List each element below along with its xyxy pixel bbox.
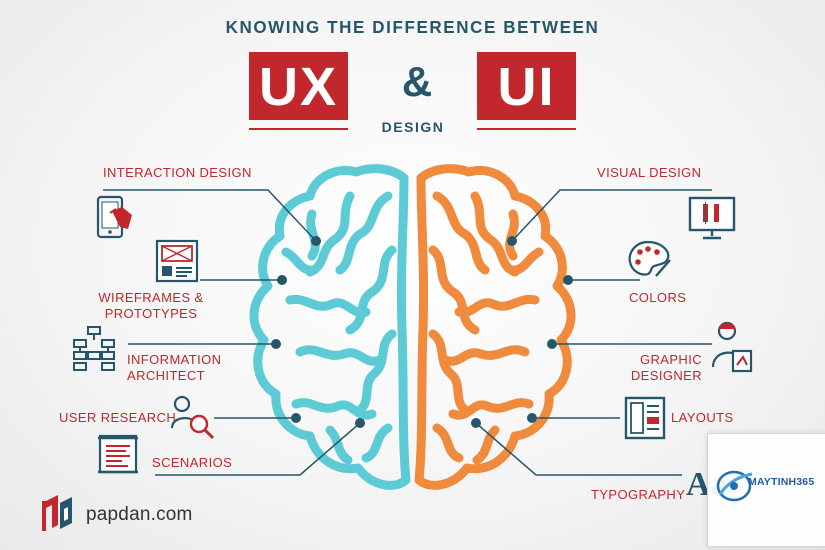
label-information-architect: INFORMATION ARCHITECT <box>127 352 221 384</box>
wireframe-icon <box>155 239 199 283</box>
layout-icon <box>624 396 666 440</box>
ux-connector-dots <box>271 236 365 428</box>
scenario-document-icon <box>98 434 138 474</box>
watermark-globe-icon <box>716 470 753 502</box>
label-visual-design: VISUAL DESIGN <box>597 165 702 180</box>
label-graphic-designer: GRAPHIC DESIGNER <box>602 352 702 384</box>
left-rule <box>249 128 348 130</box>
ux-connectors <box>103 189 361 476</box>
tablet-touch-icon <box>96 195 132 239</box>
label-user-research: USER RESEARCH <box>59 410 177 425</box>
watermark-brand-text: MAYTINH365 <box>748 476 815 488</box>
label-scenarios: SCENARIOS <box>152 455 233 470</box>
sitemap-icon <box>73 326 115 371</box>
papdan-logo-icon <box>42 495 72 531</box>
right-rule <box>477 128 576 130</box>
label-graphic-line2: DESIGNER <box>630 368 702 383</box>
label-layouts: LAYOUTS <box>671 410 734 425</box>
ui-title-box: UI <box>477 52 576 120</box>
subtitle-design: DESIGN <box>381 119 445 135</box>
label-wireframes-line1: WIREFRAMES & <box>98 290 204 305</box>
designer-person-icon <box>711 321 753 373</box>
ampersand: & <box>401 58 433 105</box>
headline: KNOWING THE DIFFERENCE BETWEEN <box>225 17 600 38</box>
label-interaction-design: INTERACTION DESIGN <box>103 165 252 180</box>
papdan-brand-text: papdan.com <box>86 504 193 525</box>
label-wireframes-line2: PROTOTYPES <box>104 306 198 321</box>
ux-title-box: UX <box>249 52 348 120</box>
label-typography: TYPOGRAPHY <box>591 487 686 502</box>
label-graphic-line1: GRAPHIC <box>639 352 702 367</box>
watermark-card: MAYTINH365 <box>707 433 825 547</box>
ui-connectors <box>475 189 712 476</box>
label-wireframes-prototypes: WIREFRAMES & PROTOTYPES <box>96 290 206 322</box>
ux-brain-hemisphere <box>249 164 411 490</box>
label-colors: COLORS <box>629 290 687 305</box>
ui-brain-hemisphere <box>414 164 576 490</box>
label-information-line2: ARCHITECT <box>127 368 205 383</box>
palette-icon <box>628 240 671 277</box>
ui-connector-dots <box>471 236 573 428</box>
label-information-line1: INFORMATION <box>127 352 222 367</box>
monitor-design-icon <box>688 196 736 240</box>
user-search-icon <box>170 395 215 440</box>
